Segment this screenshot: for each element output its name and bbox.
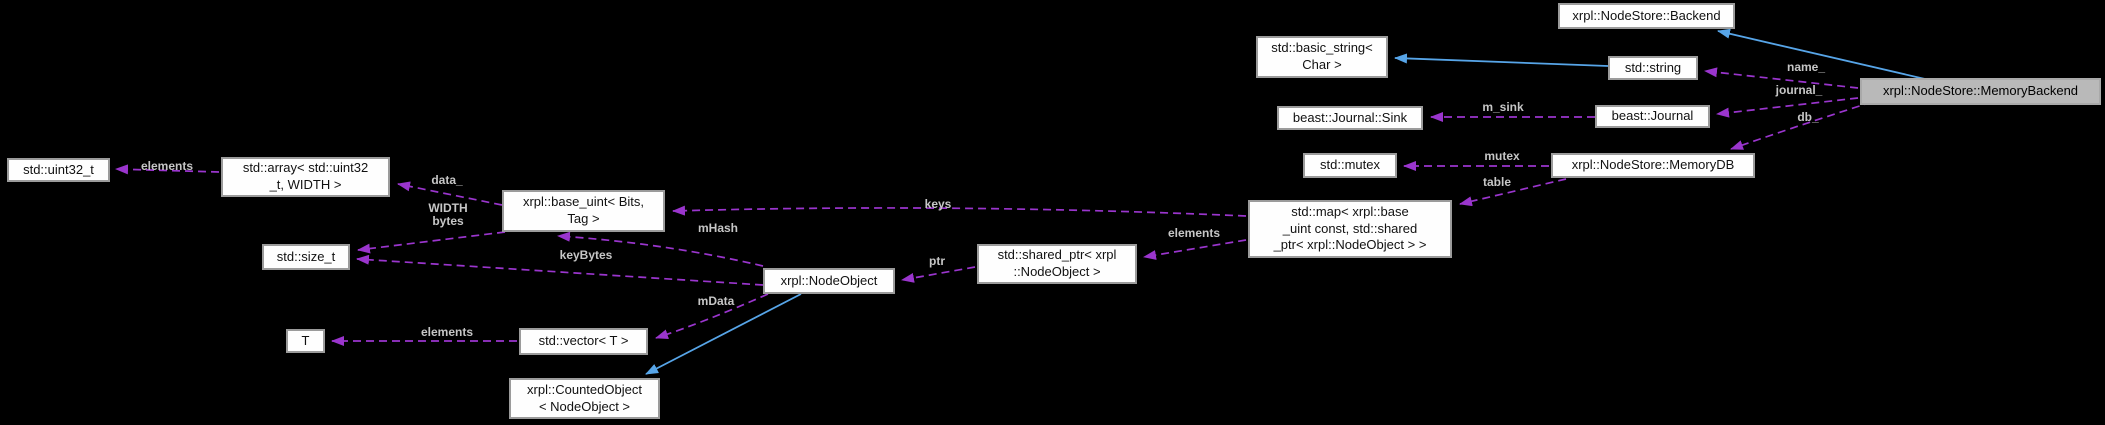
edge-table — [1459, 178, 1567, 207]
edge-map-elements — [1143, 239, 1247, 260]
node-array[interactable]: std::array< std::uint32 _t, WIDTH > — [221, 157, 390, 197]
edge-inherit-memorybackend-backend — [1717, 28, 1926, 80]
edge-array-elements — [115, 164, 220, 175]
edge-data — [397, 181, 503, 206]
node-counted-object[interactable]: xrpl::CountedObject < NodeObject > — [509, 378, 660, 419]
edge-mdata — [655, 293, 769, 340]
edge-inherit-nodeobject-countedobject — [645, 293, 802, 375]
edge-width-bytes — [357, 231, 506, 254]
node-map[interactable]: std::map< xrpl::base _uint const, std::s… — [1248, 200, 1452, 258]
edge-db — [1730, 101, 1873, 150]
node-journal-sink[interactable]: beast::Journal::Sink — [1277, 106, 1423, 130]
node-t[interactable]: T — [286, 329, 325, 353]
edge-ptr — [901, 266, 976, 283]
node-mutex[interactable]: std::mutex — [1303, 153, 1397, 178]
edge-mhash — [557, 231, 764, 267]
node-uint32[interactable]: std::uint32_t — [7, 158, 110, 182]
node-memory-db[interactable]: xrpl::NodeStore::MemoryDB — [1551, 153, 1755, 178]
node-base-uint[interactable]: xrpl::base_uint< Bits, Tag > — [502, 190, 665, 232]
edge-keys — [672, 205, 1247, 217]
node-size-t[interactable]: std::size_t — [262, 244, 350, 270]
edge-journal — [1716, 97, 1859, 118]
node-basic-string[interactable]: std::basic_string< Char > — [1256, 36, 1388, 78]
node-shared-ptr[interactable]: std::shared_ptr< xrpl ::NodeObject > — [977, 244, 1137, 284]
edge-inherit-string-basicstring — [1394, 53, 1609, 67]
edge-keybytes — [356, 254, 764, 286]
node-journal[interactable]: beast::Journal — [1595, 105, 1710, 128]
node-vector[interactable]: std::vector< T > — [519, 328, 648, 355]
node-backend[interactable]: xrpl::NodeStore::Backend — [1558, 3, 1735, 29]
node-string[interactable]: std::string — [1608, 56, 1698, 80]
edge-name — [1704, 67, 1859, 89]
node-memory-backend[interactable]: xrpl::NodeStore::MemoryBackend — [1860, 78, 2101, 105]
node-node-object[interactable]: xrpl::NodeObject — [763, 268, 895, 294]
